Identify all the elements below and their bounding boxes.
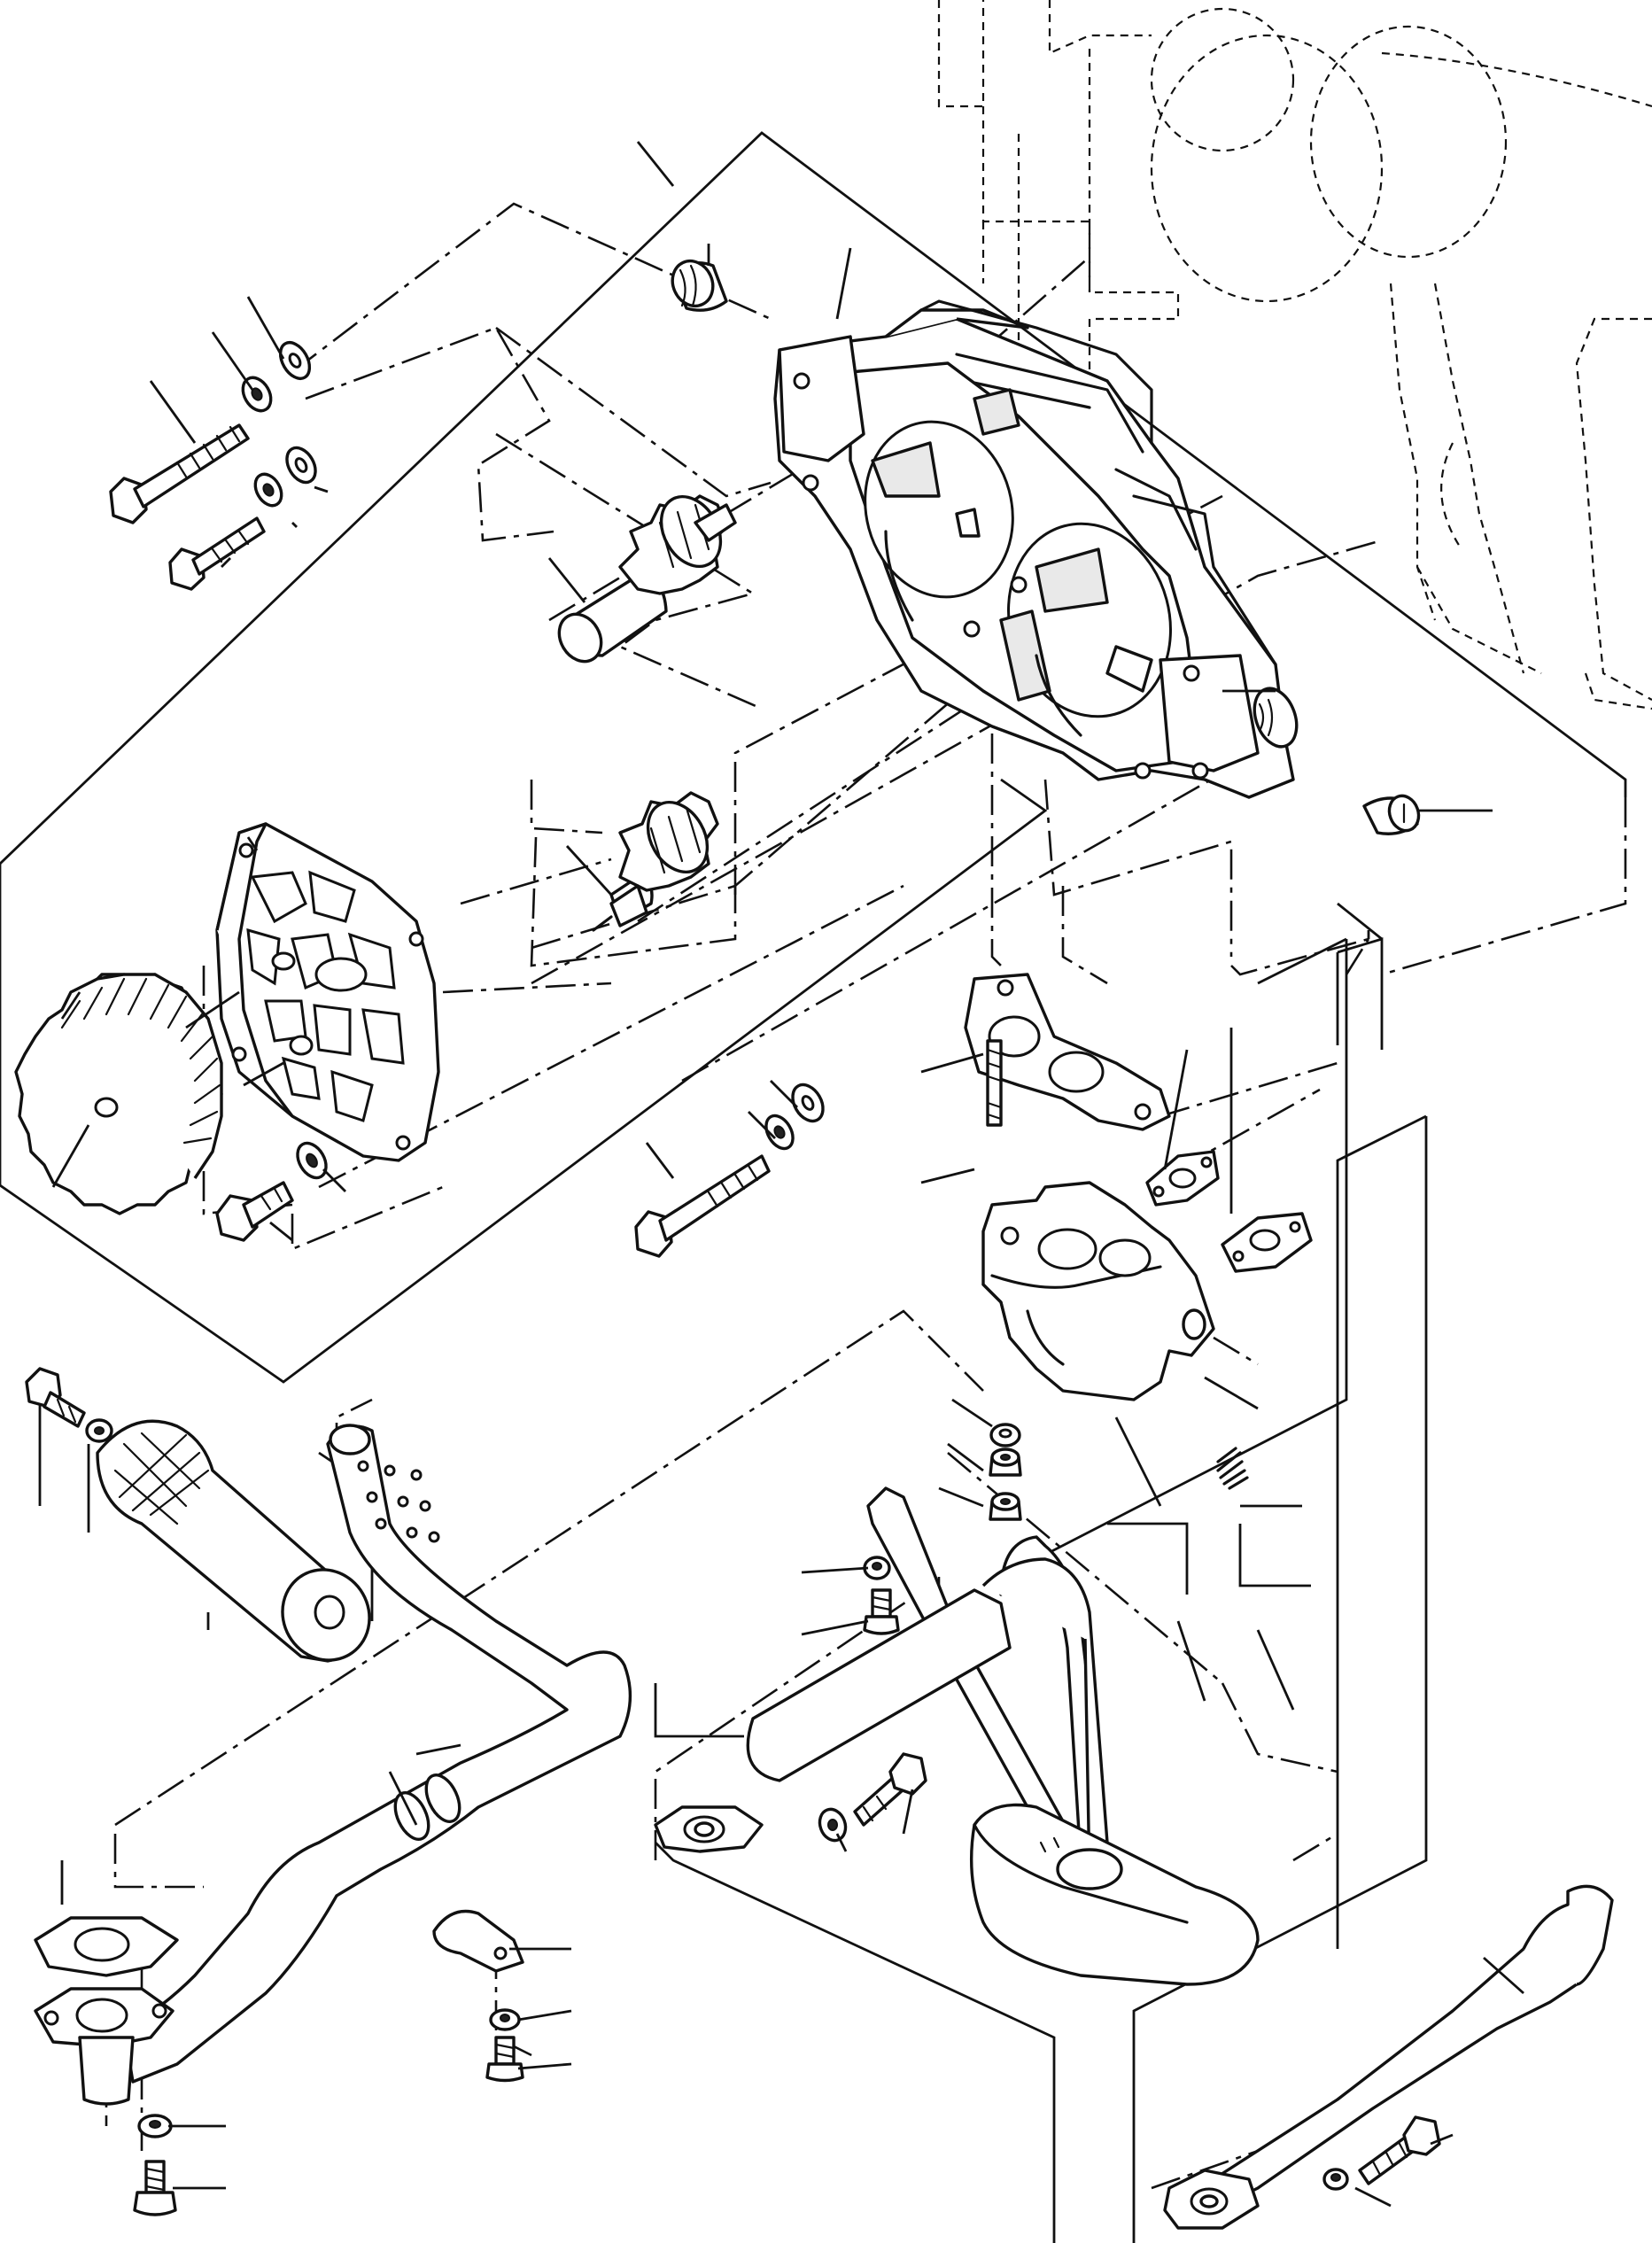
oil-pan-pickup-pipe xyxy=(746,1486,1260,1986)
engine-block-outline xyxy=(937,0,1652,710)
flange-gasket-upper xyxy=(1145,1150,1220,1207)
pipe-clamp xyxy=(432,1909,524,2083)
stud-bolt xyxy=(986,1039,1003,1127)
pickup-bolt-washer xyxy=(818,1752,927,1843)
nut-washer-stack xyxy=(989,1423,1022,1521)
threaded-plug-top xyxy=(671,259,728,312)
drive-gear-upper xyxy=(557,494,737,664)
cover-bolt-washer xyxy=(215,1141,328,1242)
pickup-bolt-upper xyxy=(863,1556,900,1635)
oil-pump-housing xyxy=(773,299,1299,799)
suction-strainer-filter xyxy=(96,1419,371,1663)
flange-bolt-washer xyxy=(133,2114,177,2216)
bolt-washer-set-top xyxy=(109,341,317,591)
delivery-bolt-washer xyxy=(1322,2115,1441,2191)
callout-leaders xyxy=(38,141,1524,2208)
assembly-frame-lines xyxy=(0,131,1627,2243)
long-bolt-washer-set xyxy=(634,1083,825,1258)
relief-valve-body xyxy=(981,1181,1215,1401)
delivery-pipe xyxy=(1163,1884,1614,2230)
delivery-pipe-flange xyxy=(654,1805,764,1853)
pump-cover-plate xyxy=(215,822,440,1162)
drive-gear-lower xyxy=(592,791,719,932)
flange-gasket-lower xyxy=(1221,1212,1313,1273)
helical-driven-gear xyxy=(14,973,223,1215)
relief-spring xyxy=(1216,1447,1249,1490)
suction-flange xyxy=(34,1916,179,2106)
strainer-bolt-washer xyxy=(25,1367,113,1443)
threaded-plug-right xyxy=(1362,794,1421,835)
assembly-center-lines xyxy=(105,202,1533,2199)
